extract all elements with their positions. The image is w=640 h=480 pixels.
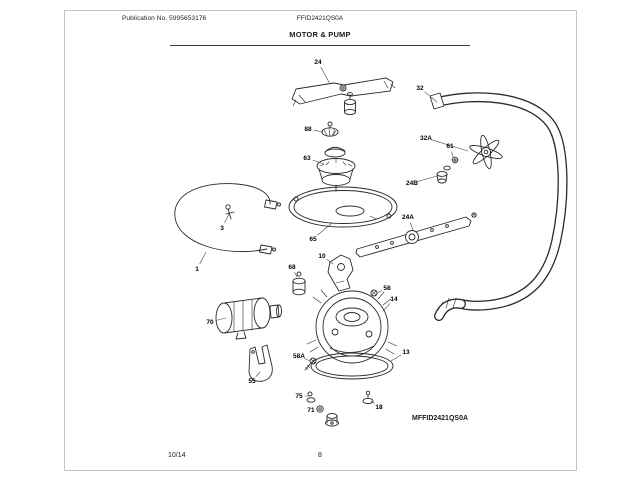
- part-14-pump-housing: [306, 289, 398, 364]
- callout-3: 3: [220, 225, 224, 232]
- footer-date: 10/14: [168, 452, 186, 459]
- callout-61: 61: [446, 143, 454, 150]
- part-10-bracket: [327, 254, 354, 292]
- part-75-grommet: [306, 391, 316, 403]
- part-24-support-bracket: [291, 77, 396, 107]
- callout-71: 71: [307, 407, 315, 414]
- callout-leader-65: [317, 222, 333, 236]
- callout-55: 55: [248, 378, 256, 385]
- callout-leader-32: [424, 91, 438, 103]
- callout-leader-68: [294, 272, 298, 278]
- part-1-hose-loop: [174, 183, 281, 255]
- callout-63: 63: [303, 155, 311, 162]
- callout-88: 88: [304, 126, 312, 133]
- part-55-mounting-bracket: [248, 344, 273, 382]
- callout-leader-10: [326, 259, 334, 265]
- callout-leader-70: [215, 317, 227, 321]
- part-68-coupler: [292, 271, 306, 296]
- callout-leader-58: [376, 290, 382, 294]
- callout-10: 10: [318, 253, 326, 260]
- callout-24: 24: [314, 59, 322, 66]
- publication-number: Publication No. 5995653176: [122, 15, 207, 22]
- header-rule: [170, 45, 470, 46]
- callout-leader-58A: [304, 358, 311, 362]
- part-3-clip: [225, 204, 235, 220]
- callout-leader-55: [255, 371, 261, 377]
- model-number: FFID2421QS0A: [296, 15, 344, 22]
- callout-32: 32: [416, 85, 424, 92]
- callout-14: 14: [390, 296, 398, 303]
- callout-68: 68: [288, 264, 296, 271]
- callout-24A: 24A: [402, 214, 414, 221]
- callout-leader-3: [224, 213, 230, 223]
- callout-layer: 24 32 88 63 32A 61 24B 24A 65 3 1 10 68 58 14 70 13 58A 55…: [195, 59, 469, 414]
- callout-leader-88: [313, 129, 324, 133]
- callout-leader-24: [320, 67, 331, 85]
- part-center-port: [344, 92, 356, 116]
- callout-58A: 58A: [293, 353, 305, 360]
- callout-75: 75: [295, 393, 303, 400]
- callout-leader-63: [312, 159, 325, 165]
- callout-leader-18: [370, 400, 375, 404]
- section-title: MOTOR & PUMP: [289, 30, 351, 39]
- part-65-sump-ring: [288, 186, 398, 228]
- part-32A-spray-hub: [469, 134, 503, 170]
- callout-32A: 32A: [420, 135, 432, 142]
- callout-leader-24A: [409, 222, 414, 231]
- footer-page-number: 8: [318, 452, 322, 459]
- callout-leader-61: [451, 151, 454, 158]
- part-58A-screw: [304, 357, 317, 371]
- callout-13: 13: [402, 349, 410, 356]
- diagram-code: MFFID2421QS0A: [412, 415, 469, 422]
- callout-65: 65: [309, 236, 317, 243]
- part-check-valve: [325, 413, 339, 427]
- part-71-cap: [316, 405, 324, 413]
- callout-1: 1: [195, 266, 199, 273]
- callout-58: 58: [383, 285, 391, 292]
- callout-leader-13: [390, 354, 402, 362]
- part-24B-bearing: [436, 171, 448, 184]
- part-32-drain-tube: [429, 92, 568, 321]
- callout-leader-32A: [431, 139, 469, 152]
- part-24A-spray-arm: [355, 212, 477, 258]
- part-13-gasket: [310, 352, 394, 380]
- part-63-filter-assembly: [316, 146, 356, 192]
- part-61-washer: [443, 156, 459, 171]
- callout-leader-1: [199, 251, 207, 265]
- callout-18: 18: [375, 404, 383, 411]
- part-70-motor: [215, 297, 282, 340]
- part-88-impeller: [321, 121, 339, 137]
- callout-24B: 24B: [406, 180, 418, 187]
- callout-leader-14: [382, 303, 391, 312]
- callout-70: 70: [206, 319, 214, 326]
- callout-leader-24B: [417, 175, 438, 182]
- part-18-plug: [362, 390, 374, 405]
